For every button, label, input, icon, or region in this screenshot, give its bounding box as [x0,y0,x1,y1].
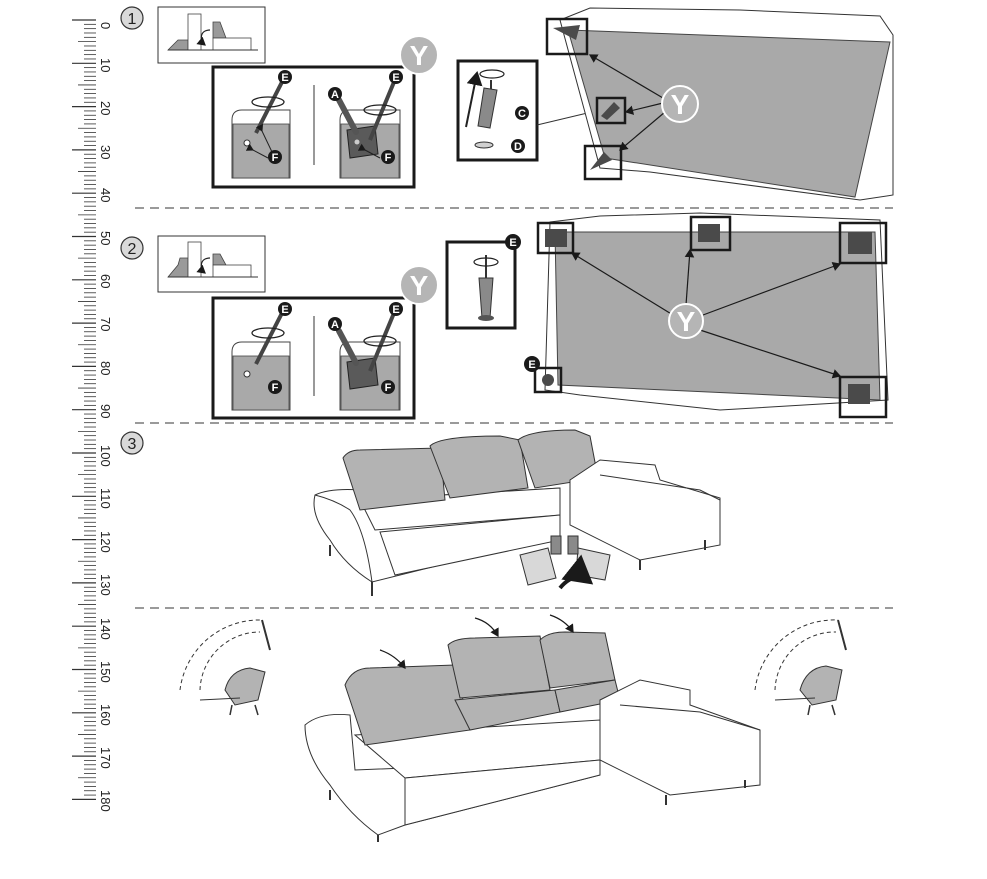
ruler-label: 60 [98,274,113,288]
ruler-ticks [72,19,96,801]
right-headrest-adjustment-figure [754,619,847,716]
label-e-callout: E [505,234,521,250]
step-2-number: 2 [128,241,137,258]
ruler-label: 90 [98,404,113,418]
ruler-label: 140 [98,618,113,640]
label-c-callout: C [515,106,529,120]
label-e: E [281,72,288,84]
label-y: Y [671,89,690,120]
ruler-label: 170 [98,747,113,769]
part-y-badge: Y [668,303,704,339]
label-f: F [272,152,279,164]
step-2-leg-detail-box: E F A E F [211,296,416,420]
ruler-label: 160 [98,704,113,726]
label-f-callout: F [268,150,282,164]
label-a: A [331,89,339,101]
label-f: F [385,152,392,164]
label-e: E [392,304,399,316]
sofa-assembly-illustration [313,429,721,596]
label-d-callout: D [511,139,525,153]
label-c: C [518,108,526,120]
label-a-callout: A [328,317,342,331]
ruler-label: 120 [98,531,113,553]
part-y-badge: Y [399,35,439,75]
ruler-labels: 0 10 20 30 40 50 60 70 80 90 100 110 120… [98,22,113,812]
section-dividers [135,207,893,609]
ruler-label: 180 [98,790,113,812]
label-e-callout: E [389,302,403,316]
part-y-badge: Y [399,265,439,305]
label-e: E [528,359,535,371]
ruler-label: 110 [98,488,113,509]
label-e-callout: E [524,356,540,372]
label-y: Y [410,270,429,301]
label-e-callout: E [278,302,292,316]
label-e-callout: E [389,70,403,84]
step-1-leg-detail-box: E F A E F [211,65,416,189]
step-2-orientation-box [157,235,266,293]
ruler-label: 40 [98,188,113,202]
label-f: F [272,382,279,394]
step-3-badge: 3 [120,431,144,455]
step-3-number: 3 [128,436,137,453]
ruler-label: 100 [98,445,113,467]
step-1-orientation-box [157,6,266,64]
label-e: E [509,237,516,249]
label-e-callout: E [278,70,292,84]
ruler-label: 10 [98,58,113,72]
label-y: Y [677,306,696,337]
ruler-label: 150 [98,661,113,683]
label-d: D [514,141,522,153]
ruler-label: 0 [98,22,113,29]
ruler-label: 30 [98,145,113,159]
label-e: E [281,304,288,316]
step-1-number: 1 [128,11,137,28]
label-a-callout: A [328,87,342,101]
ruler-label: 70 [98,317,113,331]
step-2-badge: 2 [120,236,144,260]
label-f-callout: F [381,380,395,394]
ruler-label: 130 [98,574,113,596]
step-1-badge: 1 [120,6,144,30]
measuring-ruler: 0 10 20 30 40 50 60 70 80 90 100 110 120… [72,19,113,812]
sofa-base-panel-step-2: Y E [524,212,889,419]
ruler-label: 50 [98,231,113,245]
label-f: F [385,382,392,394]
part-y-badge: Y [661,85,699,123]
label-f-callout: F [268,380,282,394]
label-a: A [331,319,339,331]
leg-parts-detail-box: C D [456,59,539,162]
leg-e-detail-box: E [445,234,521,330]
sofa-base-panel-step-1: Y [545,7,894,201]
ruler-label: 20 [98,101,113,115]
label-y: Y [410,40,429,71]
left-headrest-adjustment-figure [179,619,271,716]
label-e: E [392,72,399,84]
final-sofa-illustration [304,614,761,842]
label-f-callout: F [381,150,395,164]
ruler-label: 80 [98,361,113,375]
